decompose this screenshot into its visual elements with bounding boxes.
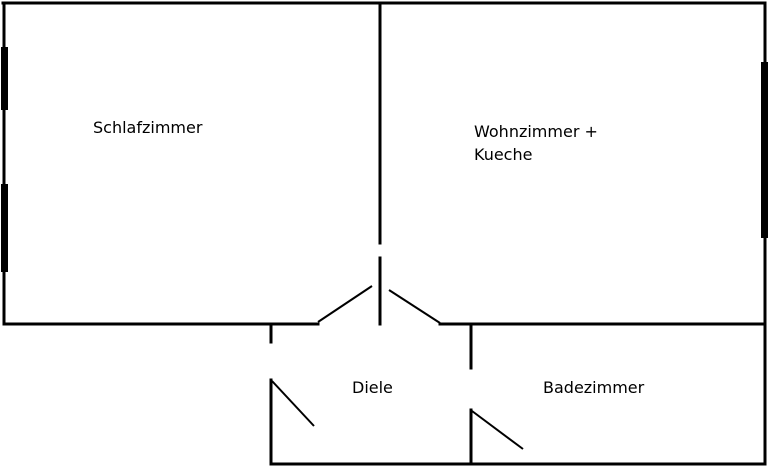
door-living — [388, 289, 441, 324]
window-living-room — [761, 62, 768, 238]
window-bedroom-lower — [1, 184, 8, 272]
room-name: Badezimmer — [543, 378, 645, 397]
room-label-schlafzimmer: Schlafzimmer — [93, 116, 202, 139]
room-name-line1: Wohnzimmer + — [474, 122, 598, 141]
door-bedroom — [317, 285, 373, 323]
window-bedroom-upper — [1, 47, 8, 110]
room-label-badezimmer: Badezimmer — [543, 376, 644, 399]
room-label-diele: Diele — [352, 376, 393, 399]
door-bathroom — [471, 410, 524, 450]
room-name: Schlafzimmer — [93, 118, 203, 137]
room-name: Diele — [352, 378, 393, 397]
room-name-line2: Kueche — [474, 145, 533, 164]
room-label-wohnzimmer: Wohnzimmer + Kueche — [474, 120, 598, 166]
door-hall-left — [271, 380, 315, 427]
